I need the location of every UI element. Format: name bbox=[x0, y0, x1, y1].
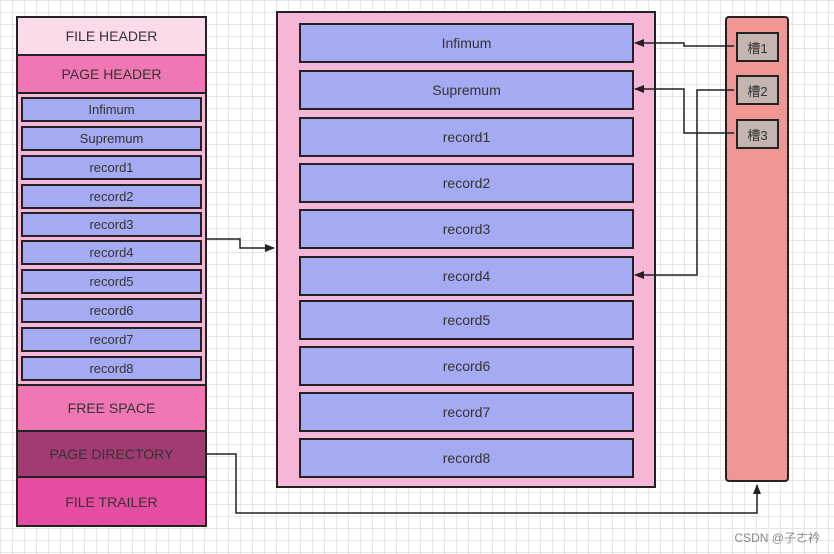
left-record-7: record7 bbox=[21, 327, 202, 352]
innodb-page-structure: FILE HEADER PAGE HEADER Infimum Supremum… bbox=[16, 16, 207, 527]
record-5: record5 bbox=[299, 300, 634, 340]
record-7: record7 bbox=[299, 392, 634, 432]
left-record-2: record2 bbox=[21, 184, 202, 209]
record-supremum: Supremum bbox=[299, 70, 634, 110]
records-panel: Infimum Supremum record1 record2 record3… bbox=[276, 11, 656, 488]
left-record-6: record6 bbox=[21, 298, 202, 323]
record-2: record2 bbox=[299, 163, 634, 203]
left-record-4: record4 bbox=[21, 240, 202, 265]
free-space: FREE SPACE bbox=[18, 386, 205, 432]
record-1: record1 bbox=[299, 117, 634, 157]
file-trailer-label: FILE TRAILER bbox=[65, 493, 158, 510]
left-record-supremum: Supremum bbox=[21, 126, 202, 151]
page-header-label: PAGE HEADER bbox=[61, 66, 162, 82]
record-infimum: Infimum bbox=[299, 23, 634, 63]
left-record-8: record8 bbox=[21, 356, 202, 381]
record-8: record8 bbox=[299, 438, 634, 478]
slot-3: 槽3 bbox=[736, 119, 779, 149]
slot1-to-infimum-arrow bbox=[634, 39, 734, 47]
record-4: record4 bbox=[299, 256, 634, 296]
watermark: CSDN @子ㄜ衿 bbox=[734, 531, 820, 545]
slot3-to-supremum-arrow bbox=[634, 85, 734, 134]
page-directory-label: PAGE DIRECTORY bbox=[49, 446, 174, 462]
page-directory-arrow bbox=[207, 453, 761, 514]
left-record-1: record1 bbox=[21, 155, 202, 180]
record-3: record3 bbox=[299, 209, 634, 249]
left-record-5: record5 bbox=[21, 269, 202, 294]
expand-arrow bbox=[207, 238, 275, 252]
page-directory: PAGE DIRECTORY bbox=[18, 432, 205, 478]
slot2-to-record4-arrow bbox=[634, 89, 734, 279]
record-6: record6 bbox=[299, 346, 634, 386]
slot-2: 槽2 bbox=[736, 75, 779, 105]
file-trailer: FILE TRAILER bbox=[18, 478, 205, 525]
page-directory-panel: 槽1 槽2 槽3 bbox=[725, 16, 789, 482]
file-header-label: FILE HEADER bbox=[65, 28, 158, 44]
free-space-label: FREE SPACE bbox=[67, 400, 156, 416]
slot-1: 槽1 bbox=[736, 32, 779, 62]
left-record-infimum: Infimum bbox=[21, 97, 202, 122]
user-records-section: Infimum Supremum record1 record2 record3… bbox=[18, 94, 205, 386]
file-header: FILE HEADER bbox=[18, 18, 205, 56]
page-header: PAGE HEADER bbox=[18, 56, 205, 94]
left-record-3: record3 bbox=[21, 212, 202, 237]
